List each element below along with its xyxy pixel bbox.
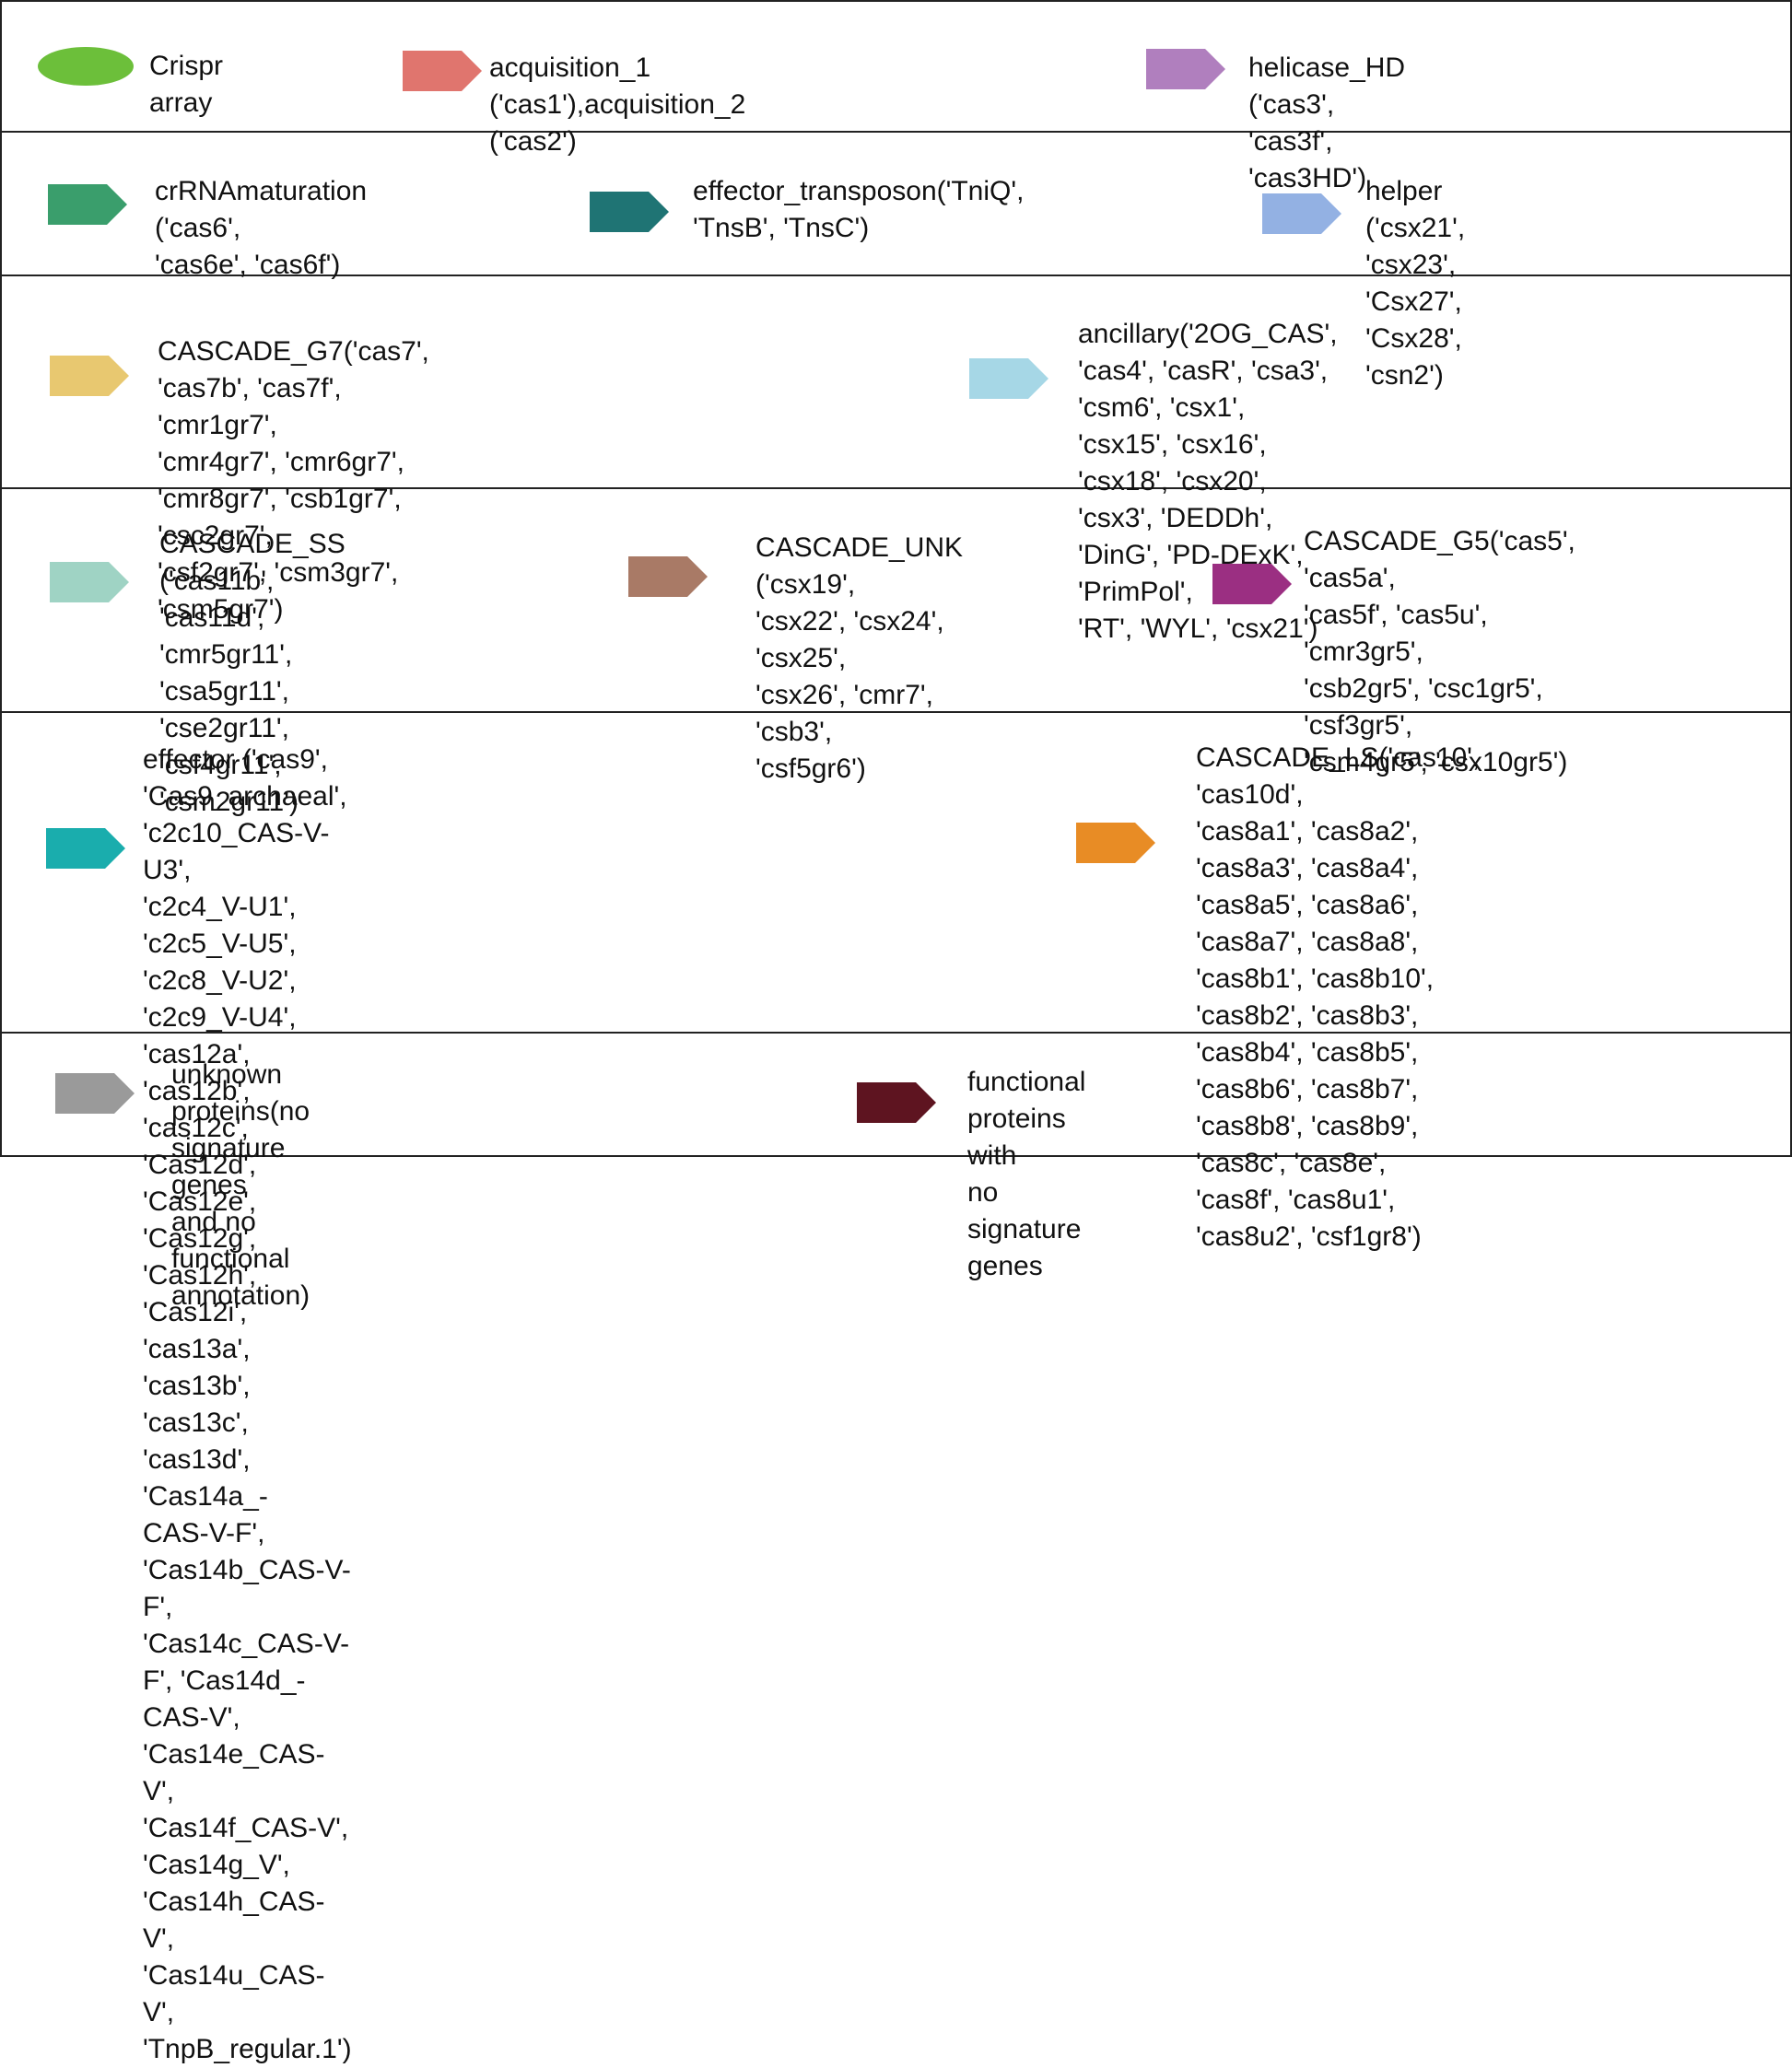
legend-label-cascade-ss: CASCADE_SS ('cas11b', 'cas11d', 'cmr5gr1… <box>159 529 346 817</box>
cascade-g7-arrow-icon <box>50 354 135 398</box>
helicase-arrow-icon <box>1146 47 1231 91</box>
legend-label-functional: functional proteins with no signature ge… <box>967 1067 1086 1281</box>
crrna-maturation-arrow-icon <box>48 182 133 227</box>
legend-label-cascade-ls: CASCADE_LS('cas10', 'cas10d', 'cas8a1', … <box>1196 742 1481 1252</box>
legend-label-effector-transposon: effector_transposon('TniQ', 'TnsB', 'Tns… <box>693 176 1025 243</box>
cascade-ls-arrow-icon <box>1076 821 1161 865</box>
crispr-array-ellipse-icon <box>37 46 135 87</box>
row-divider <box>0 711 1792 713</box>
arrow-shape <box>590 192 669 232</box>
legend-label-helicase: helicase_HD ('cas3', 'cas3f', 'cas3HD') <box>1248 53 1406 193</box>
arrow-shape <box>1262 193 1341 234</box>
legend-label-crispr: Crispr array <box>149 51 223 118</box>
row-divider <box>0 131 1792 133</box>
legend-label-cascade-g7: CASCADE_G7('cas7', 'cas7b', 'cas7f', 'cm… <box>158 336 429 625</box>
legend-label-effector: effector ('cas9', 'Cas9_archaeal', 'c2c1… <box>143 744 352 2064</box>
arrow-shape <box>628 556 708 597</box>
effector-transposon-arrow-icon <box>590 190 674 234</box>
legend-label-helper: helper ('csx21', 'csx23', 'Csx27', 'Csx2… <box>1365 176 1466 391</box>
legend-label-unknown: unknown proteins(no signature genes and … <box>171 1059 310 1311</box>
arrow-shape <box>1212 564 1292 604</box>
helper-arrow-icon <box>1262 192 1347 236</box>
arrow-shape <box>857 1082 936 1123</box>
arrow-shape <box>403 51 482 91</box>
ellipse-shape <box>38 47 134 86</box>
cascade-unk-arrow-icon <box>628 555 713 599</box>
row-divider <box>0 487 1792 489</box>
arrow-shape <box>48 184 127 225</box>
arrow-shape <box>55 1073 135 1114</box>
effector-arrow-icon <box>46 826 131 870</box>
legend-label-cascade-unk: CASCADE_UNK ('csx19', 'csx22', 'csx24', … <box>755 532 964 784</box>
legend-frame <box>0 0 1792 1157</box>
functional-proteins-arrow-icon <box>857 1081 942 1125</box>
arrow-shape <box>46 828 125 869</box>
acquisition-arrow-icon <box>403 49 487 93</box>
legend-label-crrna: crRNAmaturation ('cas6', 'cas6e', 'cas6f… <box>155 176 368 280</box>
row-divider <box>0 1032 1792 1034</box>
arrow-shape <box>1076 823 1155 863</box>
unknown-proteins-arrow-icon <box>55 1071 140 1116</box>
row-divider <box>0 275 1792 276</box>
cascade-ss-arrow-icon <box>50 560 135 604</box>
legend-label-ancillary: ancillary('2OG_CAS', 'cas4', 'casR', 'cs… <box>1078 319 1338 644</box>
arrow-shape <box>1146 49 1225 89</box>
ancillary-arrow-icon <box>969 356 1054 401</box>
legend-label-acquisition: acquisition_1 ('cas1'),acquisition_2 ('c… <box>489 53 746 157</box>
arrow-shape <box>50 356 129 396</box>
arrow-shape <box>969 358 1048 399</box>
arrow-shape <box>50 562 129 602</box>
legend-label-cascade-g5: CASCADE_G5('cas5', 'cas5a', 'cas5f', 'ca… <box>1304 526 1575 777</box>
cascade-g5-arrow-icon <box>1212 562 1297 606</box>
